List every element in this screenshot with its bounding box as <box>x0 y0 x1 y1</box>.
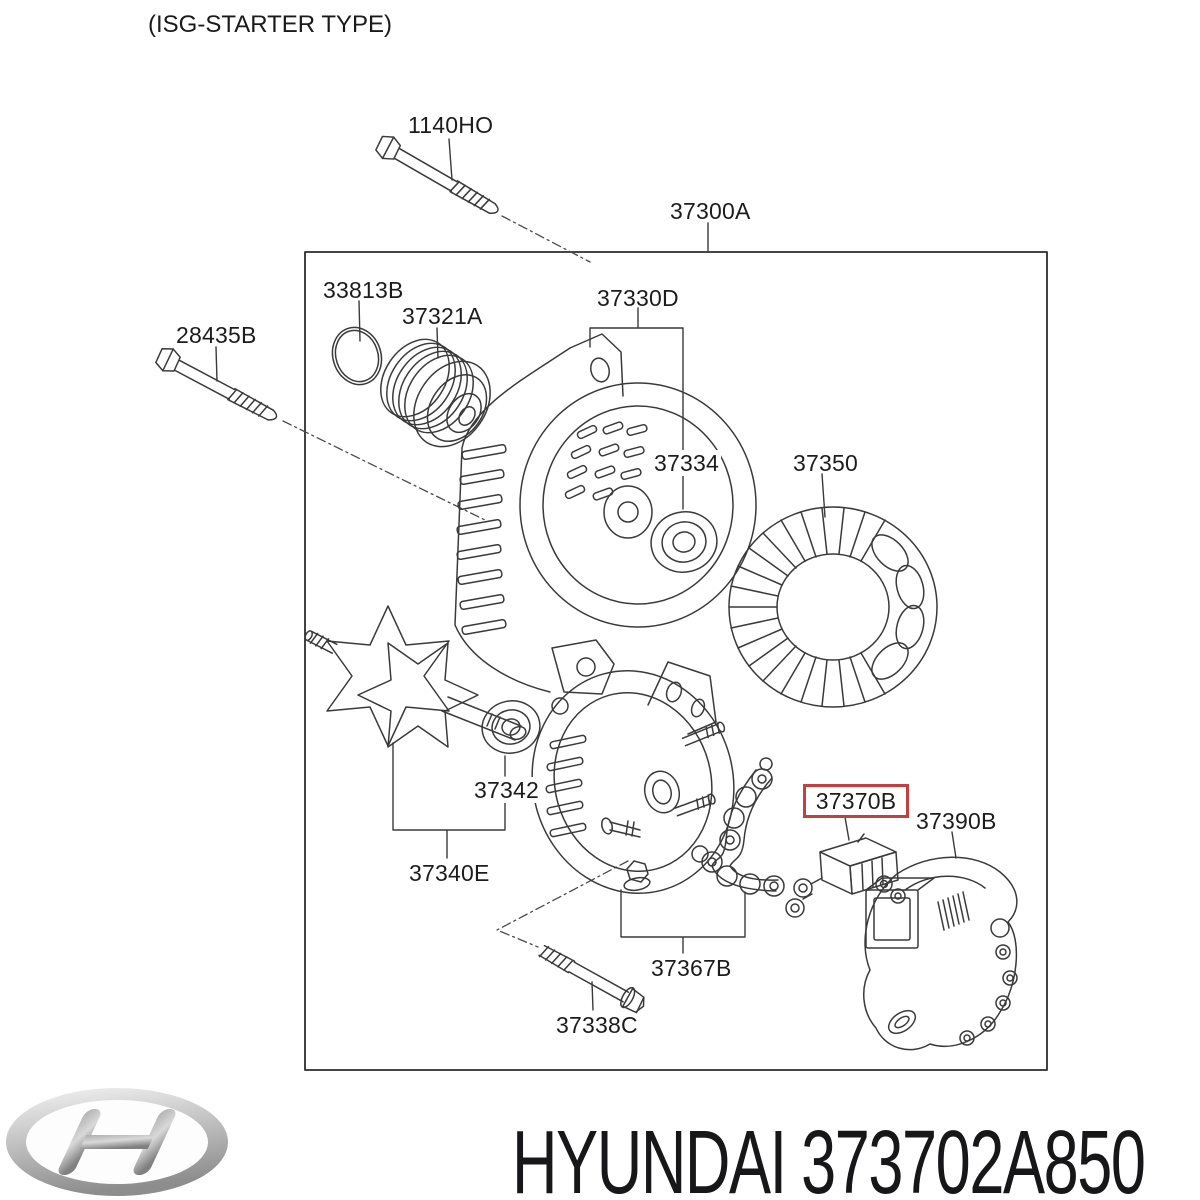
stator-drawing <box>728 506 938 708</box>
variant-title: (ISG-STARTER TYPE) <box>148 11 393 38</box>
vent-slots <box>564 421 648 501</box>
part-label-37367b: 37367B <box>651 955 732 981</box>
leader-lines <box>215 138 957 1011</box>
highlighted-part-box: 37370B <box>803 784 909 818</box>
part-label-37330d: 37330D <box>597 285 679 311</box>
assembly-box <box>304 251 1048 1071</box>
hyundai-logo-icon <box>6 1088 228 1196</box>
part-label-37370b: 37370B <box>815 787 897 814</box>
part-label-37342: 37342 <box>472 777 541 804</box>
rear-bracket-drawing <box>531 661 735 894</box>
rotor-drawing <box>304 605 527 748</box>
pulley-drawing <box>380 338 491 448</box>
part-label-33813b: 33813B <box>323 277 404 303</box>
mounting-bolt-drawing <box>538 944 645 1014</box>
front-bracket-drawing <box>454 333 757 695</box>
brush-holder-drawing <box>701 757 785 897</box>
voltage-regulator-drawing <box>785 833 906 918</box>
front-bearing-drawing <box>650 511 718 573</box>
rear-bracket-fins <box>545 734 587 838</box>
rear-cover-drawing <box>863 856 1018 1051</box>
cooling-fins <box>456 443 507 636</box>
part-label-37300a: 37300A <box>670 198 751 224</box>
axis-dash-lines <box>282 215 629 948</box>
part-label-37334: 37334 <box>652 450 721 477</box>
part-label-37390b: 37390B <box>916 808 997 834</box>
o-ring-drawing <box>331 326 383 386</box>
part-label-37321a: 37321A <box>402 303 483 329</box>
part-label-37338c: 37338C <box>556 1012 638 1038</box>
part-label-37350: 37350 <box>793 450 858 476</box>
through-bolt-upper-drawing <box>375 135 499 214</box>
part-label-28435b: 28435B <box>176 322 257 348</box>
rear-bearing-drawing <box>481 700 541 754</box>
through-bolt-left-drawing <box>155 348 278 421</box>
part-number: 373702A850 <box>801 1113 1146 1200</box>
part-label-37340e: 37340E <box>409 860 490 886</box>
footer-part-identity: HYUNDAI 373702A850 <box>512 1113 1146 1200</box>
part-label-1140ho: 1140HO <box>408 112 494 138</box>
brand-name: HYUNDAI <box>512 1113 787 1200</box>
